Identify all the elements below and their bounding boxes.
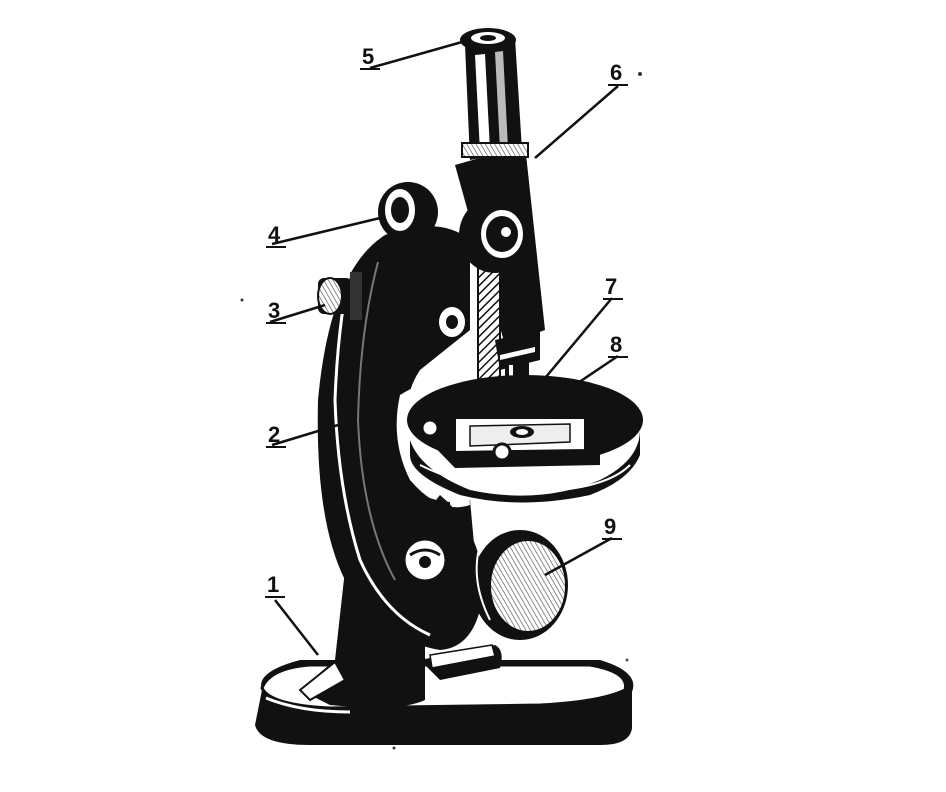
label-1: 1 — [267, 572, 279, 597]
stage — [407, 375, 643, 503]
eyepiece — [460, 28, 529, 160]
focus-wheel — [459, 197, 531, 273]
label-3: 3 — [268, 298, 280, 323]
labels: 1 2 3 4 5 6 7 8 9 — [265, 44, 628, 598]
stage-knob — [412, 298, 467, 342]
speck — [625, 658, 629, 662]
label-6: 6 — [610, 60, 622, 85]
leader-lines — [269, 40, 619, 656]
label-2: 2 — [268, 422, 280, 447]
label-4: 4 — [268, 222, 281, 247]
condenser — [400, 495, 480, 606]
coarse-focus-knob — [378, 182, 438, 242]
mirror — [472, 530, 568, 640]
speck — [392, 746, 396, 750]
label-8: 8 — [610, 332, 622, 357]
fine-focus-knob — [317, 272, 362, 320]
label-9: 9 — [604, 514, 616, 539]
speck — [638, 72, 642, 76]
label-5: 5 — [362, 44, 374, 69]
speck — [240, 298, 244, 302]
label-7: 7 — [605, 274, 617, 299]
